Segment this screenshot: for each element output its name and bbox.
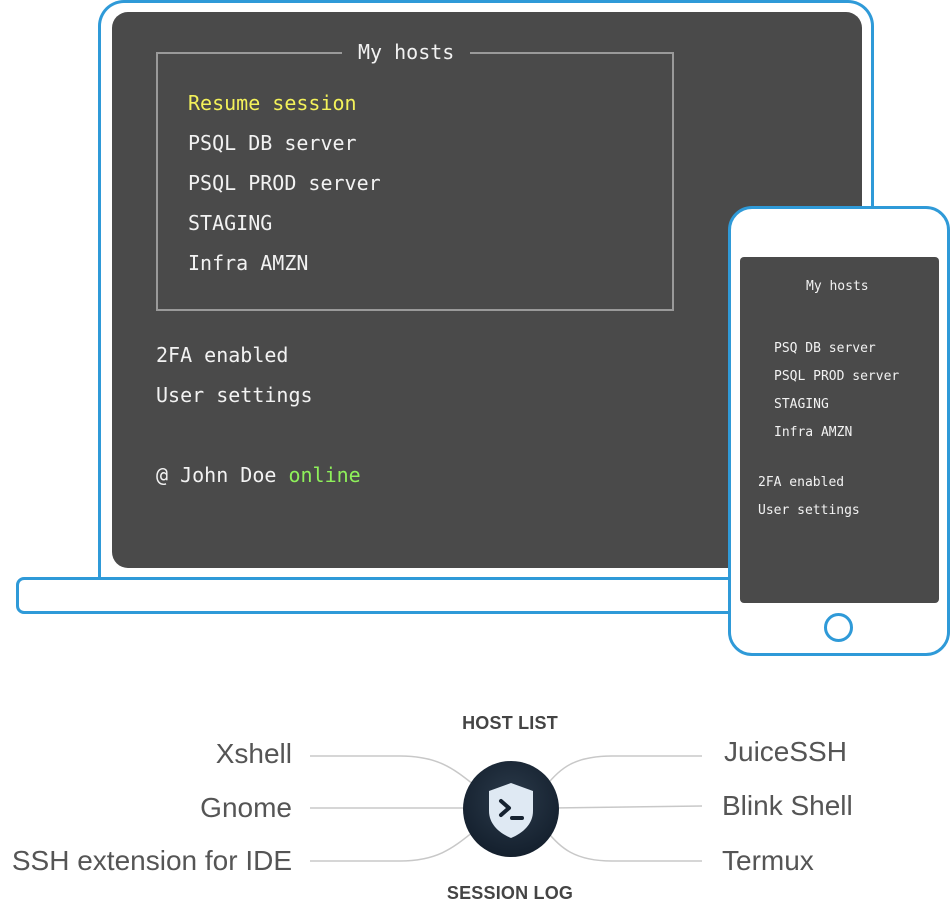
hub-node [463,761,559,857]
phone-host-infra-amzn[interactable]: Infra AMZN [774,425,853,440]
host-list-caption: HOST LIST [462,713,558,733]
phone-host-psql-prod[interactable]: PSQL PROD server [774,369,900,384]
user-name: @ John Doe [156,463,277,487]
host-item-resume-session[interactable]: Resume session [188,91,357,115]
menu-item-user-settings[interactable]: User settings [156,383,313,407]
client-blink-shell: Blink Shell [722,790,853,821]
host-item-staging[interactable]: STAGING [188,211,273,235]
terminal-shield-icon [489,783,533,838]
online-status: online [288,463,361,487]
phone-home-button[interactable] [824,613,853,642]
line-blink [551,805,703,809]
phone-hosts-title: My hosts [806,279,869,294]
laptop-base [16,577,736,614]
client-gnome: Gnome [200,792,292,823]
client-ssh-ide: SSH extension for IDE [11,845,292,876]
line-termux [545,829,702,862]
phone-menu-user-settings[interactable]: User settings [758,503,860,518]
line-ide [310,827,479,862]
host-item-psql-prod[interactable]: PSQL PROD server [188,171,381,195]
phone-host-psq-db[interactable]: PSQ DB server [774,341,876,356]
line-xshell [310,755,479,789]
host-item-infra-amzn[interactable]: Infra AMZN [188,251,309,275]
line-juicessh [545,755,702,787]
client-termux: Termux [722,845,814,876]
session-log-caption: SESSION LOG [446,883,574,903]
phone-menu-2fa[interactable]: 2FA enabled [758,475,845,490]
hosts-title: My hosts [342,40,471,64]
menu-item-2fa[interactable]: 2FA enabled [156,343,289,367]
phone-host-staging[interactable]: STAGING [774,397,829,412]
host-item-psql-db[interactable]: PSQL DB server [188,131,357,155]
phone-screen [740,257,939,603]
client-juicessh: JuiceSSH [724,736,847,767]
client-xshell: Xshell [215,738,292,769]
user-status-line: @ John Doe online [156,463,361,487]
